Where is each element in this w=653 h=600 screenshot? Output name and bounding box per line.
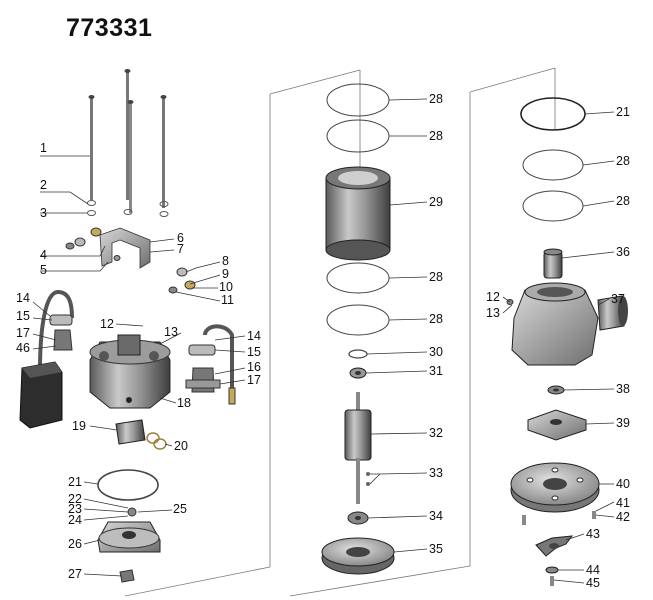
part-label-l36: 36 xyxy=(616,245,630,259)
part-label-l37: 37 xyxy=(611,292,625,306)
part-label-l24: 24 xyxy=(68,513,82,527)
part-label-l14a: 14 xyxy=(16,291,30,305)
part-label-l35: 35 xyxy=(429,542,443,556)
motor-bottom-plate xyxy=(321,537,395,575)
cable-clamp-bracket xyxy=(65,227,196,294)
part-label-l13a: 13 xyxy=(164,325,178,339)
part-label-l20: 20 xyxy=(174,439,188,453)
part-label-l28a: 28 xyxy=(429,92,443,106)
part-label-l29: 29 xyxy=(429,195,443,209)
leader-lines xyxy=(32,98,615,584)
part-label-l45: 45 xyxy=(586,576,600,590)
pump-casing xyxy=(506,282,628,366)
part-label-l21a: 21 xyxy=(68,475,82,489)
part-label-l43: 43 xyxy=(586,527,600,541)
part-label-l22: 22 xyxy=(68,492,82,506)
o-rings-lower xyxy=(326,262,390,336)
model-number: 773331 xyxy=(66,14,153,42)
part-label-l12a: 12 xyxy=(100,317,114,331)
part-label-l25: 25 xyxy=(173,502,187,516)
pump-o-rings xyxy=(520,97,586,222)
part-label-l15b: 15 xyxy=(247,345,261,359)
part-label-l18: 18 xyxy=(177,396,191,410)
impeller-parts xyxy=(527,385,587,441)
part-label-l19: 19 xyxy=(72,419,86,433)
part-label-l17b: 17 xyxy=(247,373,261,387)
part-label-l15a: 15 xyxy=(16,309,30,323)
part-label-l14b: 14 xyxy=(247,329,261,343)
stator-housing xyxy=(325,166,391,261)
part-label-l23: 23 xyxy=(68,502,82,516)
float-switch xyxy=(19,289,74,429)
panel-frames xyxy=(124,67,556,597)
part-label-l28c: 28 xyxy=(429,270,443,284)
part-label-l9: 9 xyxy=(222,267,229,281)
part-label-l32: 32 xyxy=(429,426,443,440)
part-label-l33: 33 xyxy=(429,466,443,480)
part-label-l28d: 28 xyxy=(429,312,443,326)
part-label-l42: 42 xyxy=(616,510,630,524)
part-label-l2: 2 xyxy=(40,178,47,192)
o-rings-upper xyxy=(326,83,390,153)
part-label-l11: 11 xyxy=(221,293,234,307)
part-label-l3: 3 xyxy=(40,206,47,220)
wear-plate xyxy=(510,462,600,525)
part-label-l16: 16 xyxy=(247,360,261,374)
top-bearing-seat xyxy=(97,469,161,583)
part-label-l30: 30 xyxy=(429,345,443,359)
part-label-l6: 6 xyxy=(177,231,184,245)
part-label-l26: 26 xyxy=(68,537,82,551)
power-cable-gland xyxy=(185,324,236,405)
part-label-l34: 34 xyxy=(429,509,443,523)
part-label-l41: 41 xyxy=(616,496,630,510)
part-label-l28f: 28 xyxy=(616,194,630,208)
part-number-labels: 1234567891011121314151746141516171819202… xyxy=(16,92,630,590)
part-label-l46: 46 xyxy=(16,341,30,355)
capacitor xyxy=(115,419,167,450)
part-label-l13b: 13 xyxy=(486,306,500,320)
part-label-l7: 7 xyxy=(177,242,184,256)
part-label-l44: 44 xyxy=(586,563,600,577)
motor-top-cover xyxy=(89,334,171,409)
part-label-l12b: 12 xyxy=(486,290,500,304)
part-label-l31: 31 xyxy=(429,364,443,378)
mechanical-seal xyxy=(543,248,563,279)
part-label-l40: 40 xyxy=(616,477,630,491)
part-label-l17a: 17 xyxy=(16,326,30,340)
part-label-l8: 8 xyxy=(222,254,229,268)
part-label-l39: 39 xyxy=(616,416,630,430)
part-label-l28b: 28 xyxy=(429,129,443,143)
part-label-l1: 1 xyxy=(40,141,47,155)
part-label-l5: 5 xyxy=(40,263,47,277)
part-label-l21b: 21 xyxy=(616,105,630,119)
part-label-l10: 10 xyxy=(219,280,233,294)
rotor-assembly xyxy=(344,349,372,525)
long-bolts xyxy=(87,69,169,217)
cutter-and-bolts xyxy=(535,535,574,586)
part-label-l28e: 28 xyxy=(616,154,630,168)
part-label-l4: 4 xyxy=(40,248,47,262)
part-label-l38: 38 xyxy=(616,382,630,396)
part-label-l27: 27 xyxy=(68,567,82,581)
